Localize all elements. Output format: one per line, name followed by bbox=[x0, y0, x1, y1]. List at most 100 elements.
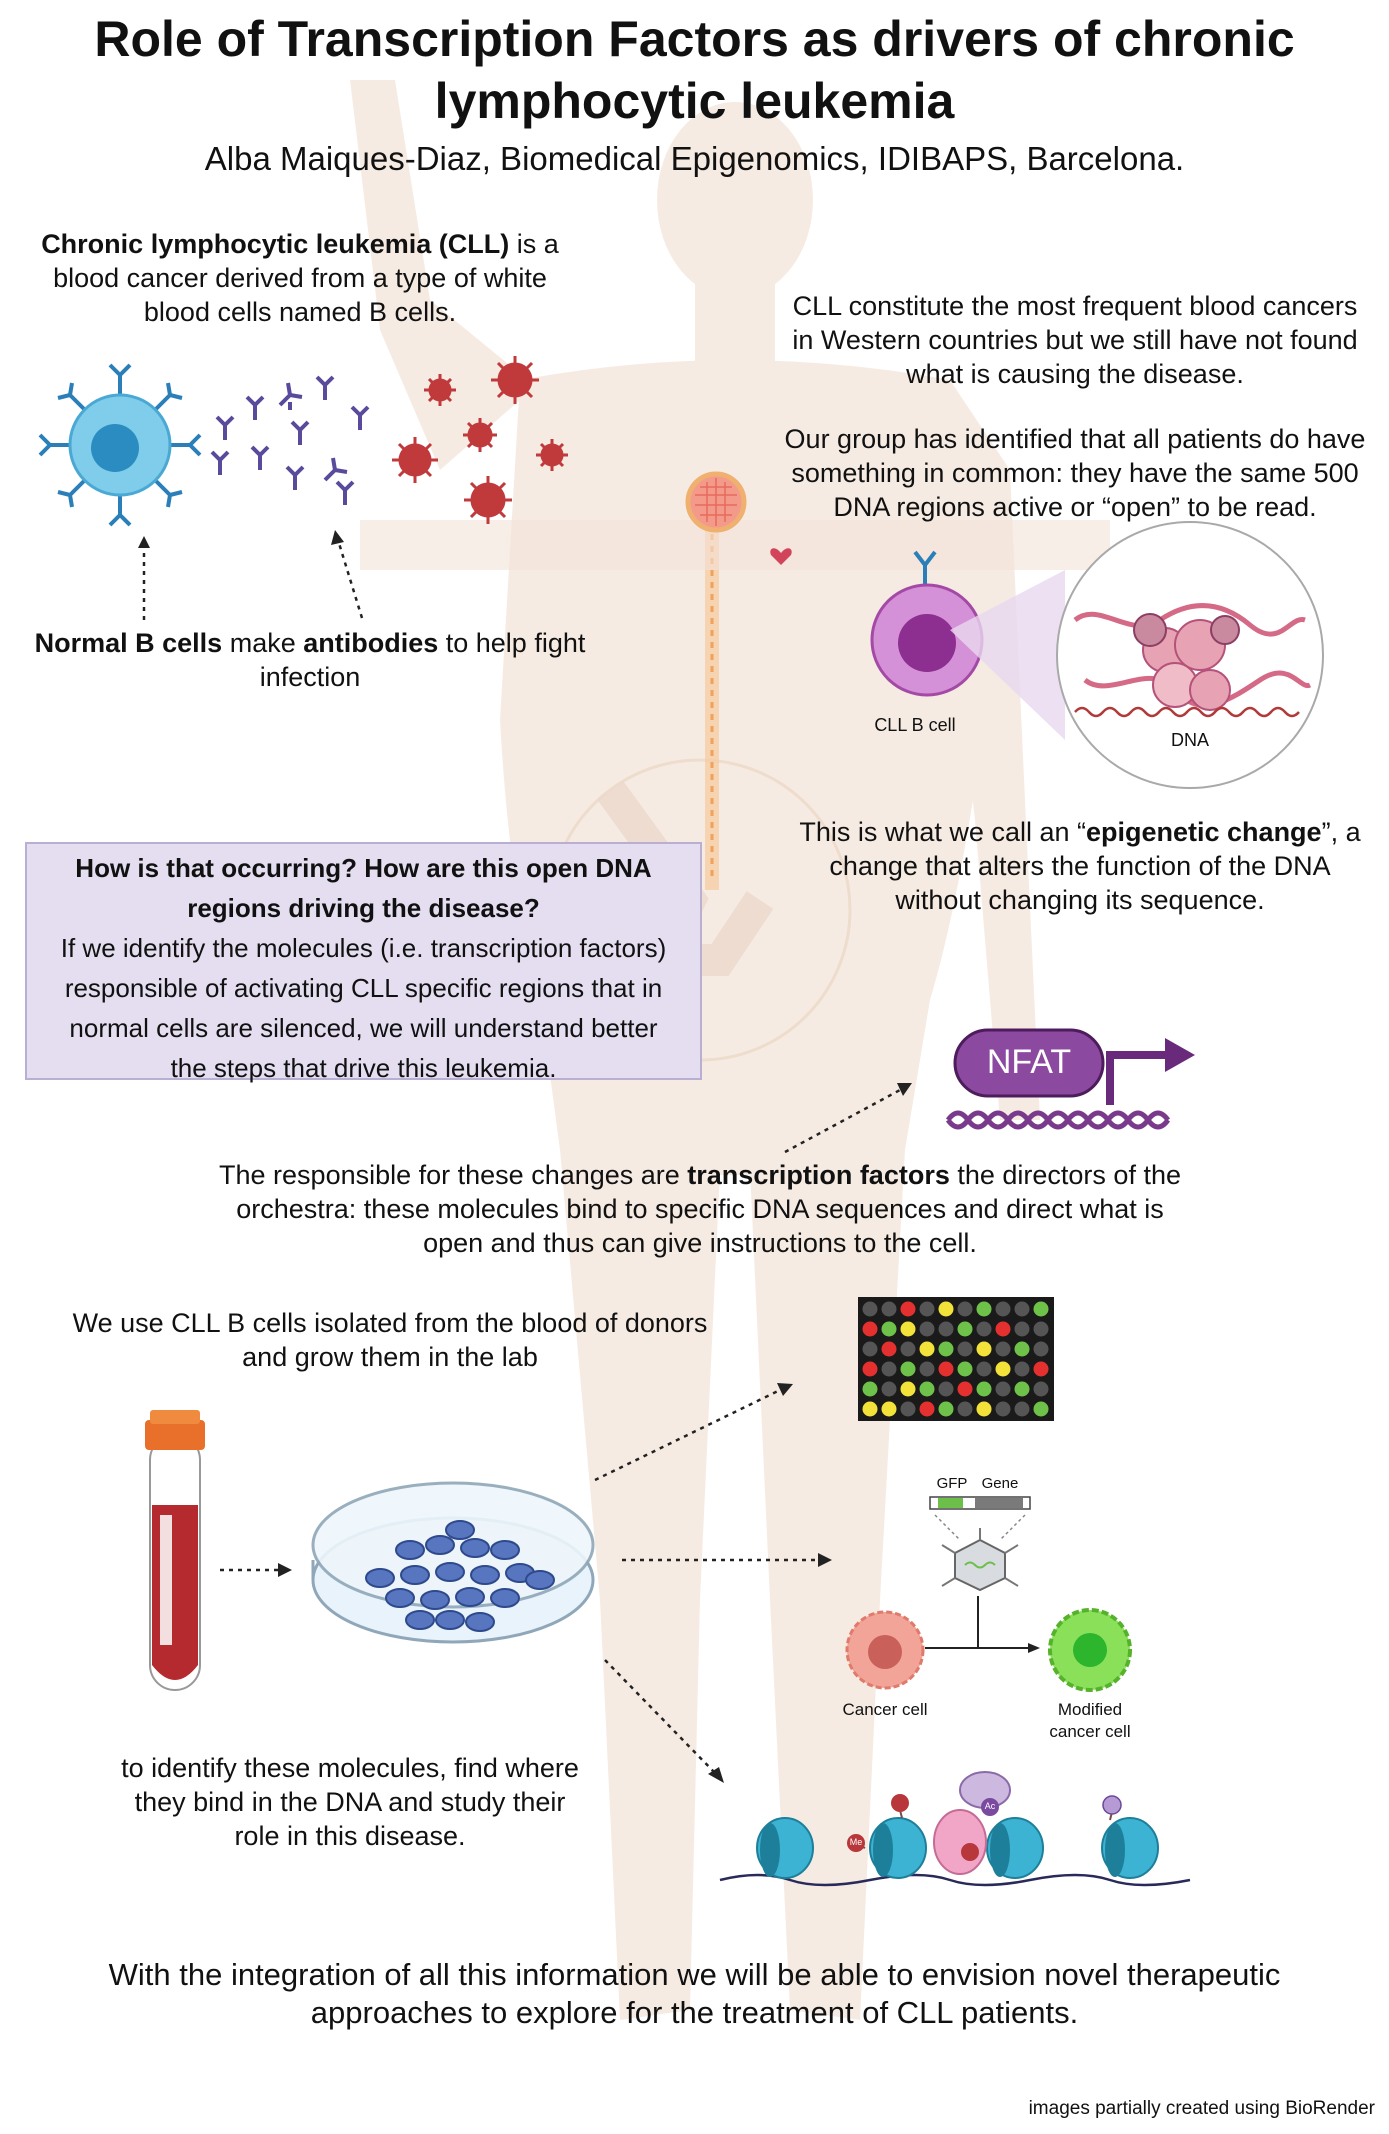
plate-well bbox=[1033, 1361, 1049, 1377]
normal-b-cell-icon bbox=[38, 363, 202, 527]
plate-well bbox=[938, 1361, 954, 1377]
plate-well bbox=[976, 1381, 992, 1397]
credit-text: images partially created using BioRender bbox=[1028, 2098, 1375, 2119]
frequent-text: CLL constitute the most frequent blood c… bbox=[765, 289, 1385, 391]
heart-icon bbox=[770, 548, 792, 565]
plate-well bbox=[919, 1321, 935, 1337]
group-line-1: Our group has identified that all patien… bbox=[784, 424, 1366, 454]
lab-line-2: and grow them in the lab bbox=[242, 1342, 538, 1372]
epigenetic-bold: epigenetic change bbox=[1086, 817, 1322, 847]
plate-well bbox=[862, 1361, 878, 1377]
plate-well bbox=[938, 1321, 954, 1337]
epigenetic-pre: This is what we call an “ bbox=[799, 817, 1086, 847]
dotted-arrow-b-cell bbox=[138, 536, 150, 620]
plate-well bbox=[995, 1321, 1011, 1337]
petri-dish-icon bbox=[311, 1481, 595, 1644]
question-box: How is that occurring? How are this open… bbox=[25, 842, 702, 1083]
intro-line-3: blood cells named B cells. bbox=[143, 297, 457, 327]
plate-well bbox=[900, 1341, 916, 1357]
plate-well bbox=[1033, 1381, 1049, 1397]
plate-well bbox=[919, 1301, 935, 1317]
conclusion-line-2: approaches to explore for the treatment … bbox=[310, 1995, 1079, 2030]
normal-b-mid: make bbox=[222, 628, 304, 658]
question-line-1: How is that occurring? How are this open… bbox=[75, 853, 652, 883]
plate-well bbox=[900, 1381, 916, 1397]
author-line: Alba Maiques-Diaz, Biomedical Epigenomic… bbox=[204, 140, 1185, 177]
dotted-arrow-to-plate bbox=[594, 1383, 793, 1482]
conclusion-line-1: With the integration of all this informa… bbox=[108, 1957, 1281, 1992]
blood-tube-icon bbox=[145, 1410, 205, 1691]
plate-well bbox=[862, 1301, 878, 1317]
group-line-3: DNA regions active or “open” to be read. bbox=[833, 492, 1317, 522]
bone-marrow-icon bbox=[685, 471, 747, 533]
cancer-cell-icon bbox=[845, 1610, 925, 1690]
box-line-4: the steps that drive this leukemia. bbox=[170, 1053, 557, 1083]
plate-well bbox=[1033, 1321, 1049, 1337]
plate-well bbox=[995, 1381, 1011, 1397]
epigenetic-post: ”, a bbox=[1321, 817, 1361, 847]
virus-particles-icon bbox=[392, 356, 568, 524]
tf-line-2: orchestra: these molecules bind to speci… bbox=[236, 1194, 1164, 1224]
plate-well bbox=[1014, 1341, 1030, 1357]
intro-rest: is a bbox=[509, 229, 559, 259]
epigenetic-line-2: change that alters the function of the D… bbox=[829, 851, 1331, 881]
lab-line-1: We use CLL B cells isolated from the blo… bbox=[72, 1308, 708, 1338]
plate-well bbox=[900, 1361, 916, 1377]
tf-bold: transcription factors bbox=[687, 1160, 950, 1190]
modified-cell-label-1: Modified bbox=[1057, 1700, 1123, 1719]
plate-well bbox=[957, 1321, 973, 1337]
acetyl-mark-label: Ac bbox=[984, 1801, 996, 1811]
plate-well bbox=[995, 1401, 1011, 1417]
epigenetic-text: This is what we call an “epigenetic chan… bbox=[770, 815, 1389, 917]
plate-well bbox=[1014, 1301, 1030, 1317]
gene-label: Gene bbox=[981, 1475, 1019, 1492]
intro-text: Chronic lymphocytic leukemia (CLL) is a … bbox=[20, 227, 580, 329]
cll-b-cell-label: CLL B cell bbox=[874, 715, 956, 735]
plate-well bbox=[919, 1361, 935, 1377]
dotted-arrow-to-crispr bbox=[622, 1553, 832, 1567]
plate-well bbox=[862, 1341, 878, 1357]
plate-well bbox=[1014, 1381, 1030, 1397]
plate-well bbox=[957, 1381, 973, 1397]
dotted-arrow-tube-to-dish bbox=[220, 1563, 292, 1577]
plate-well bbox=[1033, 1401, 1049, 1417]
plate-well bbox=[881, 1401, 897, 1417]
dna-label: DNA bbox=[1170, 730, 1209, 750]
tf-post: the directors of the bbox=[949, 1160, 1181, 1190]
tf-pre: The responsible for these changes are bbox=[219, 1160, 688, 1190]
plate-well bbox=[938, 1341, 954, 1357]
dotted-arrow-to-chromatin bbox=[604, 1659, 724, 1783]
plate-well bbox=[881, 1381, 897, 1397]
epigenetic-line-3: without changing its sequence. bbox=[895, 885, 1265, 915]
plate-well bbox=[976, 1321, 992, 1337]
dotted-arrow-antibodies bbox=[331, 530, 364, 619]
transcription-factor-text: The responsible for these changes are tr… bbox=[130, 1158, 1270, 1260]
normal-b-caption: Normal B cells make antibodies to help f… bbox=[20, 626, 600, 694]
antibodies-icon bbox=[210, 375, 370, 505]
dna-zoom-circle bbox=[1056, 521, 1324, 789]
plate-well bbox=[995, 1341, 1011, 1357]
group-text: Our group has identified that all patien… bbox=[760, 422, 1389, 524]
plate-well bbox=[1014, 1321, 1030, 1337]
plate-well bbox=[957, 1341, 973, 1357]
gfp-label: GFP bbox=[936, 1475, 968, 1492]
plate-well bbox=[862, 1381, 878, 1397]
cll-b-cell-icon bbox=[870, 550, 984, 697]
plate-well bbox=[976, 1361, 992, 1377]
plate-well bbox=[995, 1301, 1011, 1317]
dotted-arrow-to-nfat bbox=[784, 1083, 912, 1154]
plate-well bbox=[919, 1381, 935, 1397]
antibodies-bold: antibodies bbox=[303, 628, 439, 658]
plate-well bbox=[881, 1301, 897, 1317]
plate-well bbox=[938, 1381, 954, 1397]
plate-well bbox=[881, 1321, 897, 1337]
plate-well bbox=[957, 1361, 973, 1377]
plate-well bbox=[881, 1361, 897, 1377]
nfat-transcription-factor-icon bbox=[945, 1028, 1195, 1130]
zoom-cone bbox=[950, 570, 1065, 740]
frequent-line-3: what is causing the disease. bbox=[906, 359, 1244, 389]
plate-well bbox=[900, 1301, 916, 1317]
intro-bold: Chronic lymphocytic leukemia (CLL) bbox=[41, 229, 510, 259]
modified-cancer-cell-icon bbox=[1048, 1608, 1132, 1692]
